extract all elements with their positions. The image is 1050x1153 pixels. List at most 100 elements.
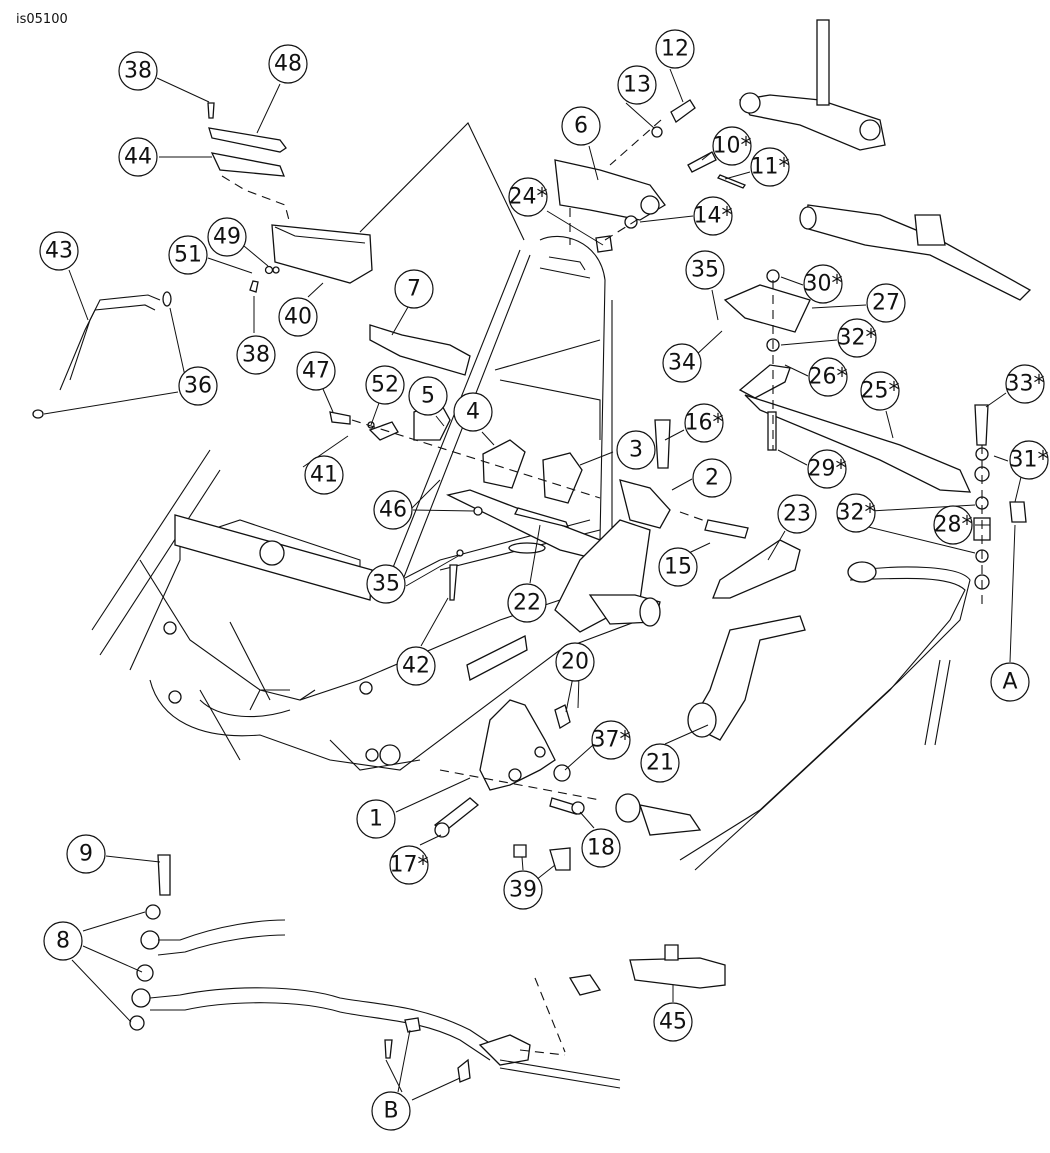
callout-text: 49 xyxy=(213,225,241,250)
callout-text: 24* xyxy=(509,185,548,210)
callout-circle xyxy=(373,490,413,530)
callout-39: 39 xyxy=(503,870,543,910)
callout-text: 1 xyxy=(369,807,383,832)
callout-text: 45 xyxy=(659,1010,687,1035)
callout-text: 34 xyxy=(668,351,696,376)
callout-47: 47 xyxy=(296,351,336,391)
callout-42: 42 xyxy=(396,646,436,686)
callout-26-star: 26* xyxy=(808,357,848,397)
callout-circle xyxy=(39,231,79,271)
callout-circle xyxy=(990,662,1030,702)
callout-circle xyxy=(118,137,158,177)
shift-linkage-group xyxy=(615,269,1027,871)
callout-text: 11* xyxy=(751,155,790,180)
callout-text: 21 xyxy=(646,751,674,776)
callout-text: 38 xyxy=(242,343,270,368)
callout-49: 49 xyxy=(207,217,247,257)
callout-circle xyxy=(207,217,247,257)
callout-text: 3 xyxy=(629,438,643,463)
callout-text: 10* xyxy=(713,134,752,159)
callout-text: 6 xyxy=(574,114,588,139)
callout-15: 15 xyxy=(658,547,698,587)
callout-text: 16* xyxy=(685,411,724,436)
callout-45: 45 xyxy=(653,1002,693,1042)
callout-32-star: 32* xyxy=(837,318,877,358)
callout-16-star: 16* xyxy=(684,403,724,443)
callout-circle xyxy=(396,646,436,686)
callout-circle xyxy=(836,493,876,533)
brake-line-group xyxy=(129,854,726,1089)
callout-13: 13 xyxy=(617,65,657,105)
callout-circle xyxy=(658,547,698,587)
callout-circle xyxy=(693,196,733,236)
callout-text: 30* xyxy=(804,272,843,297)
lever-bracket-group xyxy=(329,324,749,601)
callout-25-star: 25* xyxy=(860,371,900,411)
callout-circle xyxy=(1005,364,1045,404)
callout-text: 47 xyxy=(302,359,330,384)
callout-text: 4 xyxy=(466,400,480,425)
callout-text: 27 xyxy=(872,291,900,316)
callout-circle xyxy=(653,1002,693,1042)
callout-5: 5 xyxy=(408,376,448,416)
callout-circle xyxy=(371,1091,411,1131)
callout-circle xyxy=(685,250,725,290)
callout-circle xyxy=(692,458,732,498)
callout-text: 42 xyxy=(402,654,430,679)
callout-21: 21 xyxy=(640,743,680,783)
callout-A: A xyxy=(990,662,1030,702)
callout-14-star: 14* xyxy=(693,196,733,236)
callout-31-star: 31* xyxy=(1009,440,1049,480)
callout-circle xyxy=(617,65,657,105)
callout-circle xyxy=(555,642,595,682)
pivot-bracket-group xyxy=(433,699,601,871)
callout-35: 35 xyxy=(685,250,725,290)
callout-44: 44 xyxy=(118,137,158,177)
callout-circle xyxy=(803,264,843,304)
callout-circle xyxy=(837,318,877,358)
callout-24-star: 24* xyxy=(508,177,548,217)
callout-51: 51 xyxy=(168,235,208,275)
callout-text: 14* xyxy=(694,204,733,229)
callout-1: 1 xyxy=(356,799,396,839)
callout-circle xyxy=(581,828,621,868)
reservoir-group xyxy=(32,102,373,419)
callout-text: B xyxy=(383,1099,398,1124)
pedal-arm-group xyxy=(554,19,1032,301)
callout-circle xyxy=(118,51,158,91)
callout-33-star: 33* xyxy=(1005,364,1045,404)
callout-text: 31* xyxy=(1010,448,1049,473)
callout-circle xyxy=(366,564,406,604)
callout-text: 52 xyxy=(371,373,399,398)
callout-text: A xyxy=(1002,670,1017,695)
callout-circle xyxy=(503,870,543,910)
callout-circle xyxy=(236,335,276,375)
callout-circle xyxy=(777,494,817,534)
callout-B: B xyxy=(371,1091,411,1131)
callout-text: 41 xyxy=(310,463,338,488)
callout-12: 12 xyxy=(655,29,695,69)
callout-29-star: 29* xyxy=(807,449,847,489)
callout-text: 18 xyxy=(587,836,615,861)
callout-36: 36 xyxy=(178,366,218,406)
callout-38: 38 xyxy=(118,51,158,91)
callout-text: 8 xyxy=(56,929,70,954)
leader-lines xyxy=(43,68,1022,1101)
callout-text: 7 xyxy=(407,277,421,302)
callout-48: 48 xyxy=(268,44,308,84)
callout-circle xyxy=(662,343,702,383)
callout-circle xyxy=(66,834,106,874)
callout-text: 46 xyxy=(379,498,407,523)
callout-circle xyxy=(296,351,336,391)
callout-35: 35 xyxy=(366,564,406,604)
callout-10-star: 10* xyxy=(712,126,752,166)
callout-text: 43 xyxy=(45,239,73,264)
callout-circle xyxy=(508,177,548,217)
callout-46: 46 xyxy=(373,490,413,530)
callout-28-star: 28* xyxy=(933,505,973,545)
callout-22: 22 xyxy=(507,583,547,623)
callout-43: 43 xyxy=(39,231,79,271)
callout-text: 35 xyxy=(691,258,719,283)
